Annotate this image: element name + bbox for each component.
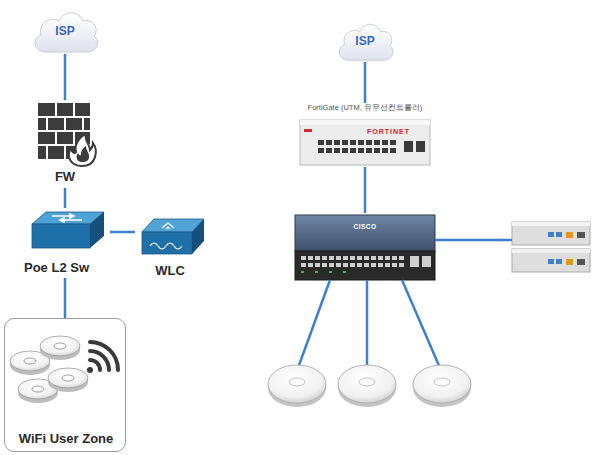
network-link [64, 278, 67, 318]
node-label: FORTINET [367, 128, 427, 136]
node-label: Poe L2 Sw [24, 261, 110, 275]
cloud-node: ISP [335, 20, 395, 62]
firewall-icon [38, 103, 96, 166]
node-label: ISP [30, 25, 100, 38]
firewall-node: FW [35, 100, 95, 188]
cisco-switch-device [295, 215, 435, 280]
fortigate-device [300, 120, 430, 165]
network-link [364, 167, 367, 213]
wifi-zone: WiFi User Zone [4, 318, 126, 452]
node-label: FortiGate (UTM, 유무선컨트롤러) [290, 104, 440, 112]
switch-node: Poe L2 Sw [20, 208, 110, 278]
device-wire [298, 240, 512, 368]
node-label: WiFi User Zone [5, 432, 127, 446]
network-link [64, 188, 67, 208]
node-label: WLC [135, 264, 205, 278]
network-link [364, 62, 367, 103]
node-label: CISCO [345, 223, 385, 230]
wlc-node: WLC [135, 208, 205, 280]
access-point [268, 365, 471, 407]
node-label: ISP [335, 35, 395, 48]
access-point-group [10, 336, 88, 403]
wifi-symbol [87, 342, 118, 373]
switch-node: CISCO [293, 213, 437, 283]
cloud-node: ISP [30, 8, 100, 54]
network-link [110, 231, 135, 234]
network-link [64, 54, 67, 100]
node-label: FW [35, 170, 95, 184]
wlc-icon [142, 219, 204, 254]
wlc-device [512, 222, 590, 272]
firewall-appliance: FortiGate (UTM, 유무선컨트롤러) FORTINET [290, 103, 440, 167]
switch-icon [32, 212, 104, 248]
